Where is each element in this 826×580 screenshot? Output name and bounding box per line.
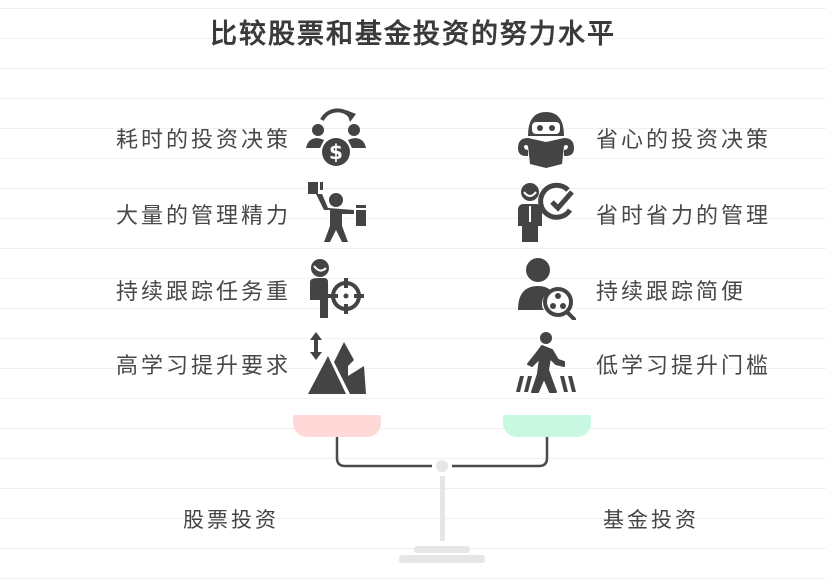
left-side-label: 股票投资: [183, 508, 279, 532]
person-reading-icon: [514, 106, 578, 170]
svg-text:$: $: [329, 140, 343, 164]
person-target-icon: [304, 256, 368, 320]
pedestrian-crossing-icon: [514, 330, 578, 394]
person-search-icon: [514, 256, 578, 320]
left-item-label-2: 大量的管理精力: [115, 204, 291, 229]
left-item-label-3: 持续跟踪任务重: [115, 280, 291, 305]
people-exchange-money-icon: $: [304, 106, 368, 170]
right-item-label-3: 持续跟踪简便: [596, 280, 747, 305]
person-juggling-tasks-icon: [304, 180, 368, 244]
person-checkmark-icon: [514, 180, 578, 244]
left-item-label-1: 耗时的投资决策: [115, 128, 291, 153]
right-item-label-4: 低学习提升门槛: [596, 354, 772, 379]
right-side-label: 基金投资: [603, 508, 699, 532]
left-item-label-4: 高学习提升要求: [115, 354, 291, 379]
scale-pivot: [436, 460, 448, 472]
right-scale-pan: [503, 415, 591, 437]
mountain-arrow-icon: [304, 330, 368, 394]
diagram-title: 比较股票和基金投资的努力水平: [210, 19, 616, 50]
right-item-label-2: 省时省力的管理: [596, 204, 772, 229]
right-item-label-1: 省心的投资决策: [596, 128, 772, 153]
scale-stand: [399, 476, 485, 563]
left-scale-pan: [293, 415, 381, 437]
scale-beam: [335, 437, 549, 468]
